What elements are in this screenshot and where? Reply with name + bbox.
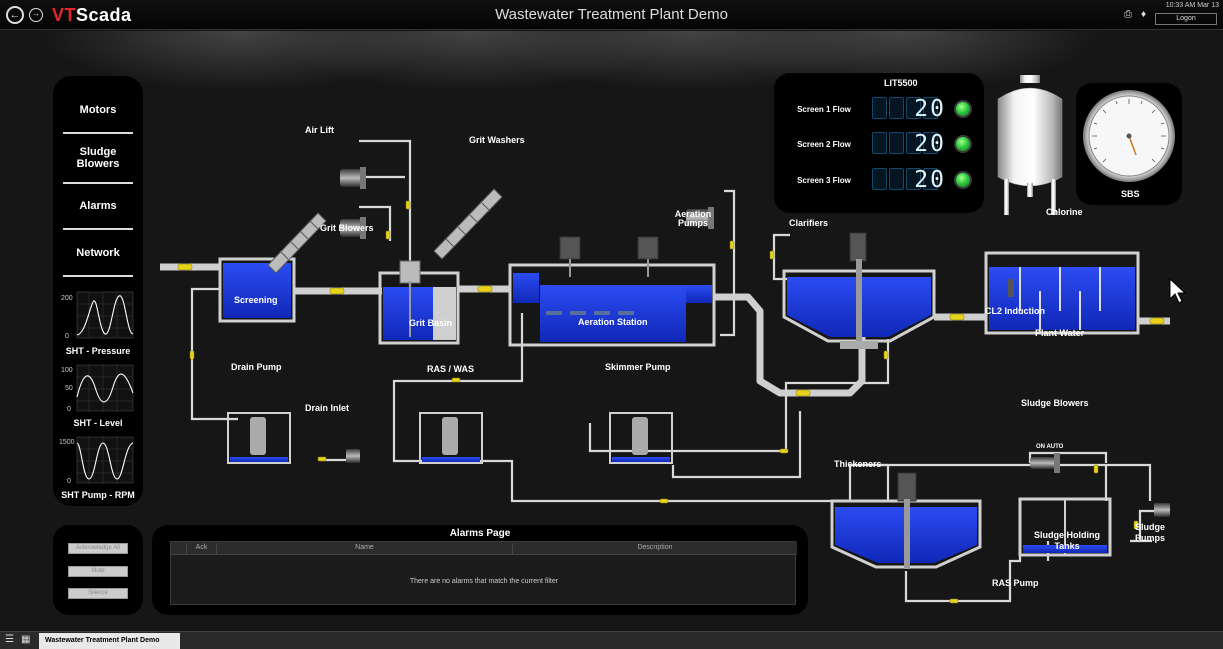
trend-ymax: 1500 xyxy=(59,439,75,446)
flow-label: Screen 3 Flow xyxy=(797,176,851,185)
status-indicator xyxy=(954,171,972,189)
aeration-station-label: Aeration Station xyxy=(578,317,648,327)
rpm-trend[interactable]: 1500 0 xyxy=(59,435,139,487)
plant-display: Motors Sludge Blowers Alarms Network 200… xyxy=(0,31,1223,631)
silence-button[interactable]: Silence xyxy=(68,588,128,599)
printer-icon[interactable]: ⎙ xyxy=(1124,9,1132,20)
divider xyxy=(63,182,133,184)
sludge-pumps-label: Sludge Pumps xyxy=(1134,522,1165,543)
acknowledge-all-button[interactable]: Acknowledge All xyxy=(68,543,128,554)
forward-arrow-icon[interactable]: → xyxy=(29,8,43,22)
alarms-panel: Alarms Page Ack Name Description There a… xyxy=(152,525,808,615)
trend-label: SHT - Level xyxy=(73,418,123,428)
flow-panel: LIT5500 Screen 1 Flow 20 Screen 2 Flow 2… xyxy=(774,73,984,213)
thickeners-label: Thickeners xyxy=(834,459,882,469)
alarm-table-header: Ack Name Description xyxy=(171,542,797,555)
sludge-holding-tanks-label: Sludge Holding Tanks xyxy=(1034,530,1100,551)
mouse-cursor-icon xyxy=(1169,277,1187,304)
sidebar-item-motors[interactable]: Motors xyxy=(79,104,117,116)
status-indicator xyxy=(954,100,972,118)
sidebar-item-alarms[interactable]: Alarms xyxy=(79,200,117,212)
trend-ymax: 100 xyxy=(61,367,73,374)
alarm-controls: Acknowledge All Mute Silence xyxy=(53,525,143,615)
skimmer-pump-label: Skimmer Pump xyxy=(605,362,671,372)
trend-label: SHT - Pressure xyxy=(65,346,131,356)
screening-label: Screening xyxy=(234,295,278,305)
column-header-ack[interactable]: Ack xyxy=(187,543,217,555)
logon-button[interactable]: Logon xyxy=(1155,13,1217,25)
sidebar: Motors Sludge Blowers Alarms Network 200… xyxy=(53,76,143,506)
grit-blowers-label: Grit Blowers xyxy=(320,223,374,233)
title-bar: ← → VTScada Wastewater Treatment Plant D… xyxy=(0,0,1223,30)
trend-ymin: 0 xyxy=(65,333,69,340)
task-tab[interactable]: Wastewater Treatment Plant Demo xyxy=(39,633,180,649)
pressure-gauge[interactable] xyxy=(1082,89,1176,183)
pressure-trend[interactable]: 200 0 xyxy=(59,290,139,342)
sidebar-item-network[interactable]: Network xyxy=(76,247,120,259)
drain-inlet-label: Drain Inlet xyxy=(305,403,350,413)
chlorine-label: Chlorine xyxy=(1046,207,1083,217)
flow-value: 20 xyxy=(914,131,946,157)
ras-was-label: RAS / WAS xyxy=(427,364,475,374)
trend-ymax: 200 xyxy=(61,295,73,302)
air-lift-label: Air Lift xyxy=(305,125,334,135)
grit-basin-label: Grit Basin xyxy=(409,318,453,328)
ras-pump-label: RAS Pump xyxy=(992,578,1039,588)
flow-display: 20 xyxy=(872,167,948,193)
menu-icon[interactable]: ☰ xyxy=(5,634,14,645)
grid-icon[interactable]: ▦ xyxy=(21,634,31,645)
bell-icon[interactable]: ♦ xyxy=(1141,9,1147,20)
storage-tank[interactable] xyxy=(990,75,1070,217)
sludge-blower-state[interactable]: ON AUTO xyxy=(1036,444,1064,450)
trend-ymin: 0 xyxy=(67,478,71,485)
grit-washers-label: Grit Washers xyxy=(469,135,525,145)
column-header-description[interactable]: Description xyxy=(637,544,673,551)
divider xyxy=(63,275,133,277)
page-title: Wastewater Treatment Plant Demo xyxy=(495,6,728,23)
sidebar-item-sludge-blowers[interactable]: Sludge Blowers xyxy=(76,146,120,170)
cl2-induction-label: CL2 Induction xyxy=(985,306,1045,316)
process-diagram xyxy=(160,139,1170,604)
mute-button[interactable]: Mute xyxy=(68,566,128,577)
gauge-panel: SBS xyxy=(1076,83,1182,205)
plant-water-label: Plant Water xyxy=(1035,328,1085,338)
vtscada-logo: VTScada xyxy=(52,5,132,25)
flow-label: Screen 1 Flow xyxy=(797,105,851,114)
flow-value: 20 xyxy=(914,96,946,122)
alarm-table[interactable]: Ack Name Description There are no alarms… xyxy=(170,541,797,605)
trend-label: SHT Pump - RPM xyxy=(61,490,135,500)
flow-display: 20 xyxy=(872,131,948,157)
divider xyxy=(63,132,133,134)
drain-pump-label: Drain Pump xyxy=(231,362,282,372)
flow-value: 20 xyxy=(914,167,946,193)
alarm-empty-message: There are no alarms that match the curre… xyxy=(409,578,559,585)
divider xyxy=(63,228,133,230)
column-header-blank xyxy=(171,543,187,555)
column-header-name[interactable]: Name xyxy=(217,543,513,555)
sludge-blowers-label: Sludge Blowers xyxy=(1021,398,1089,408)
status-indicator xyxy=(954,135,972,153)
level-trend[interactable]: 100 50 0 xyxy=(59,363,139,415)
flow-label: Screen 2 Flow xyxy=(797,140,851,149)
trend-ymid: 50 xyxy=(65,385,73,392)
aeration-pumps-label: Aeration Pumps xyxy=(674,209,712,228)
back-arrow-icon[interactable]: ← xyxy=(6,6,24,24)
clock: 10:33 AM Mar 13 xyxy=(1165,2,1219,9)
flow-panel-title: LIT5500 xyxy=(884,78,918,88)
alarms-title: Alarms Page xyxy=(449,528,511,539)
flow-display: 20 xyxy=(872,96,948,122)
gauge-label: SBS xyxy=(1121,189,1140,199)
task-bar: ☰ ▦ Wastewater Treatment Plant Demo xyxy=(0,631,1223,649)
clarifiers-label: Clarifiers xyxy=(789,218,829,228)
trend-ymin: 0 xyxy=(67,406,71,413)
